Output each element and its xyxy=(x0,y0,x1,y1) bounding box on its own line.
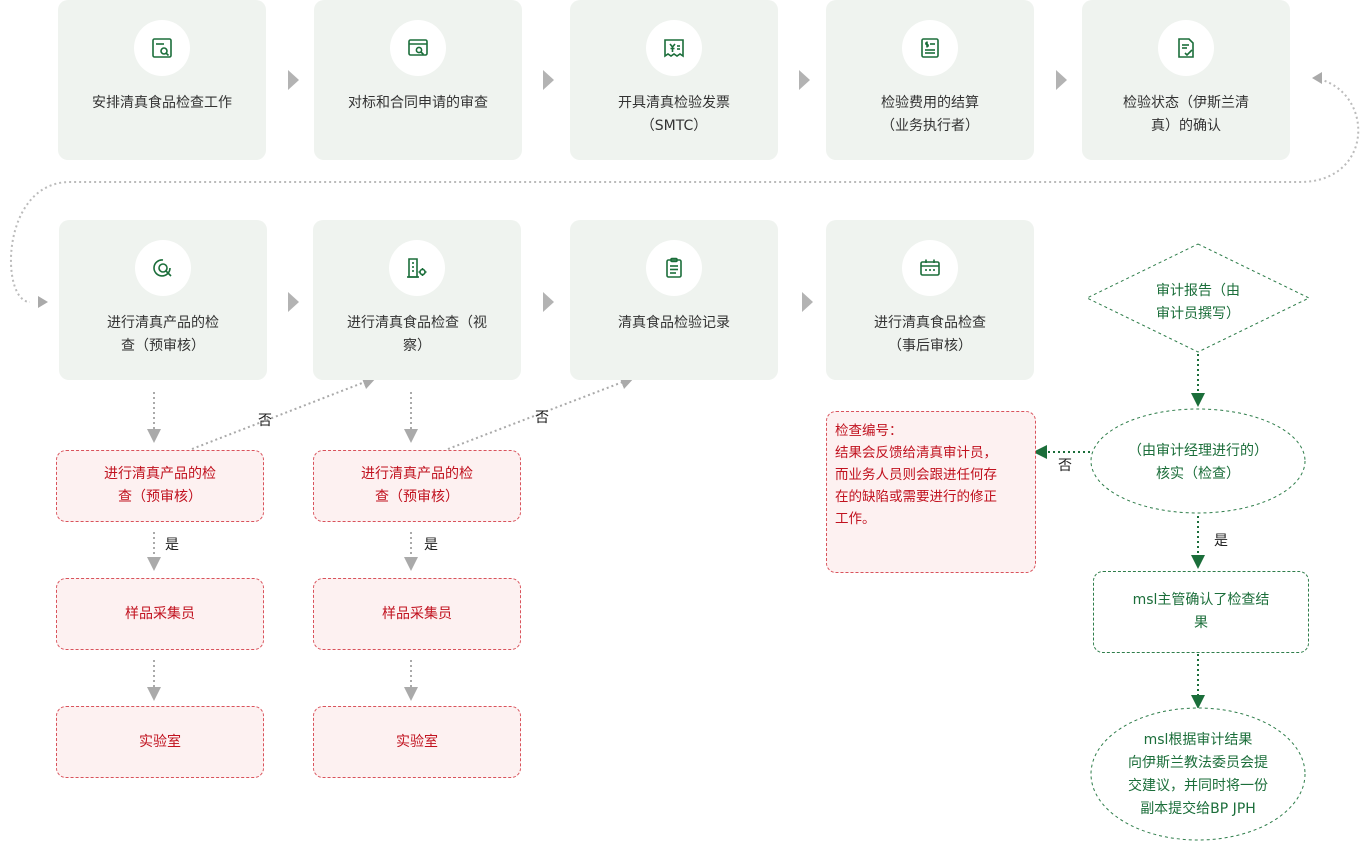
final-ellipse xyxy=(1090,707,1306,841)
dollar-list-icon xyxy=(921,38,939,58)
flow-arrow-5 xyxy=(288,292,299,312)
audit-report-diamond xyxy=(1085,243,1311,353)
mid-no-label: 否 xyxy=(535,410,549,426)
clipboard-icon xyxy=(666,257,682,278)
flow-arrow-2 xyxy=(543,70,554,90)
flow-arrow-4 xyxy=(1056,70,1067,90)
step-label: 检验状态（伊斯兰清 真）的确认 xyxy=(1123,95,1249,134)
right-no-label: 否 xyxy=(1058,458,1072,474)
inspection-note-box: 检查编号： 结果会反馈给清真审计员， 而业务人员则会跟进任何存 在的缺陷或需要进… xyxy=(826,411,1036,573)
flow-arrow-1 xyxy=(288,70,299,90)
step-fee-settlement: 检验费用的结算 （业务执行者） xyxy=(826,0,1034,160)
final-recommendation-label: msl根据审计结果 向伊斯兰教法委员会提 交建议，并同时将一份 副本提交给BP … xyxy=(1128,732,1268,817)
step-label: 进行清真食品检查 （事后审核） xyxy=(874,315,986,354)
calendar-bar-icon xyxy=(920,259,940,276)
mid-lab-box: 实验室 xyxy=(313,706,521,778)
yen-receipt-icon xyxy=(664,39,684,58)
step-label: 进行清真食品检查（视 察） xyxy=(347,315,487,354)
left-lab-box: 实验室 xyxy=(56,706,264,778)
loop-connector xyxy=(9,77,1360,303)
loop-start-arrow xyxy=(1312,72,1322,84)
step-label: 检验费用的结算 （业务执行者） xyxy=(881,95,979,134)
flow-arrow-7 xyxy=(802,292,813,312)
left-check-box: 进行清真产品的检 查（预审核） xyxy=(56,450,264,522)
step-post-audit: 进行清真食品检查 （事后审核） xyxy=(826,220,1034,380)
browser-search-icon xyxy=(408,39,428,56)
search-circle-icon xyxy=(153,259,172,277)
step-site-inspection: 进行清真食品检查（视 察） xyxy=(313,220,521,380)
step-label: 安排清真食品检查工作 xyxy=(92,95,232,111)
step-pre-audit: 进行清真产品的检 查（预审核） xyxy=(59,220,267,380)
flow-arrow-3 xyxy=(799,70,810,90)
left-sampler-box: 样品采集员 xyxy=(56,578,264,650)
step-label: 清真食品检验记录 xyxy=(618,315,730,331)
supervisor-confirm-box: msl主管确认了检查结 果 xyxy=(1093,571,1309,653)
step-status-confirmation: 检验状态（伊斯兰清 真）的确认 xyxy=(1082,0,1290,160)
step-issue-invoice: 开具清真检验发票 （SMTC） xyxy=(570,0,778,160)
loop-end-arrow xyxy=(38,296,48,308)
step-label: 对标和合同申请的审查 xyxy=(348,95,488,111)
left-no-return xyxy=(191,376,377,450)
right-yes-label: 是 xyxy=(1214,533,1228,549)
step-schedule-inspection: 安排清真食品检查工作 xyxy=(58,0,266,160)
mid-sampler-box: 样品采集员 xyxy=(313,578,521,650)
step-label: 进行清真产品的检 查（预审核） xyxy=(107,315,219,354)
mid-check-box: 进行清真产品的检 查（预审核） xyxy=(313,450,521,522)
left-yes-label: 是 xyxy=(165,537,179,553)
step-label: 开具清真检验发票 （SMTC） xyxy=(618,95,730,134)
verification-label: （由审计经理进行的） 核实（检查） xyxy=(1128,443,1268,482)
mid-yes-label: 是 xyxy=(424,537,438,553)
checklist-document-icon xyxy=(1178,38,1194,58)
building-gear-icon xyxy=(407,258,427,278)
left-no-label: 否 xyxy=(258,413,272,429)
audit-report-label: 审计报告（由 审计员撰写） xyxy=(1156,283,1240,322)
mid-no-return xyxy=(447,375,635,450)
flow-arrow-6 xyxy=(543,292,554,312)
step-contract-review: 对标和合同申请的审查 xyxy=(314,0,522,160)
verification-ellipse xyxy=(1090,408,1306,514)
magnifier-document-icon xyxy=(152,38,172,58)
step-inspection-record: 清真食品检验记录 xyxy=(570,220,778,380)
